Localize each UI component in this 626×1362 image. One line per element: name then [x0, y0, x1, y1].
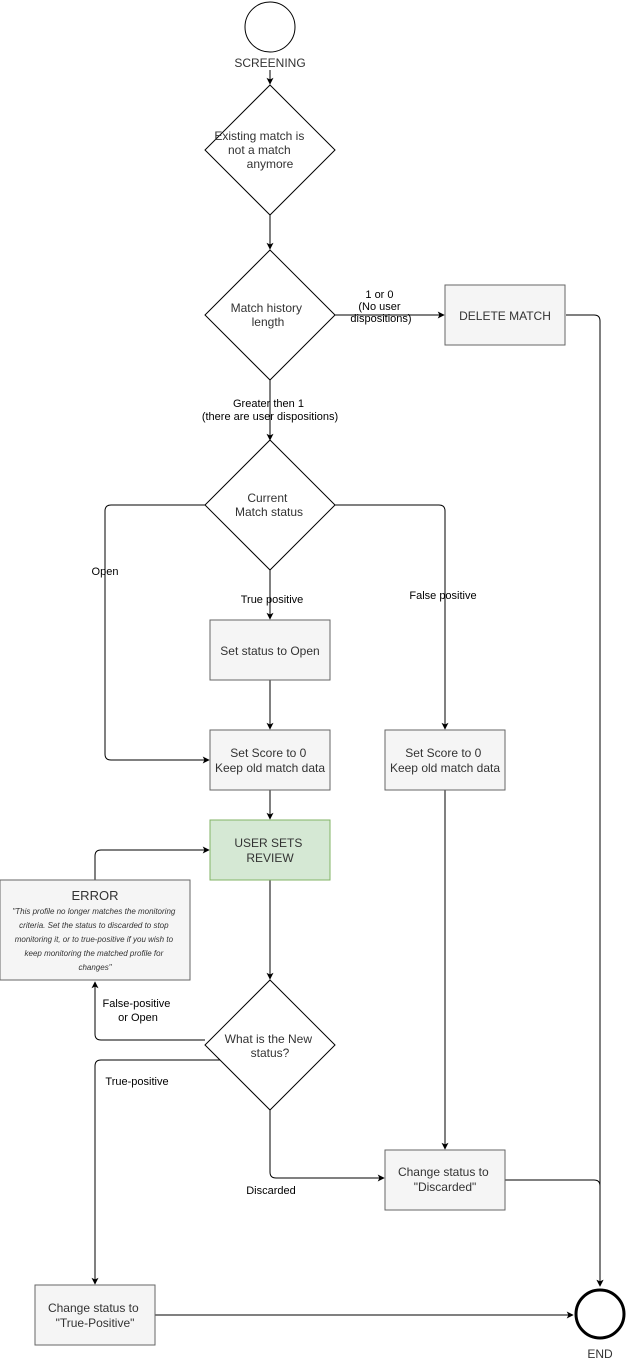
set-score-left-label: Set Score to 0 Keep old match data: [215, 746, 325, 775]
edge-newstatus-to-discarded: [269, 1110, 385, 1182]
edge-label-open: Open: [92, 566, 119, 578]
edge-current-open-to-setscore: [104, 504, 210, 764]
edge-label-true-positive: True positive: [241, 594, 304, 606]
edge-newstatus-to-error: [91, 981, 205, 1041]
set-status-open-box: [209, 619, 331, 681]
edge-error-to-review: [94, 846, 210, 880]
error-title: ERROR: [72, 888, 119, 903]
edge-label-greater-one: Greater then 1 (there are user dispositi…: [202, 398, 338, 423]
set-score-right-box: [384, 729, 506, 791]
end-event: [574, 1288, 626, 1340]
end-label: END: [587, 1347, 613, 1361]
delete-match-box: [444, 284, 566, 346]
edge-label-false-positive: False positive: [409, 590, 476, 602]
error-box: [0, 879, 191, 981]
change-status-true-positive-box: [34, 1284, 156, 1346]
existing-match-decision: [204, 84, 336, 216]
delete-match-label: DELETE MATCH: [459, 309, 551, 323]
edges: [91, 70, 604, 1319]
new-status-label: What is the New status?: [225, 1032, 316, 1060]
existing-match-label: Existing match is not a match anymore: [214, 129, 307, 171]
change-status-discarded-label: Change status to "Discarded": [398, 1165, 492, 1194]
change-status-true-positive-label: Change status to "True-Positive": [48, 1301, 142, 1330]
edge-label-true-positive-2: True-positive: [105, 1076, 168, 1088]
set-status-open-label: Set status to Open: [220, 644, 319, 658]
edge-newstatus-to-truepositive: [91, 1059, 225, 1285]
edge-label-false-positive-or-open: False-positive or Open: [103, 998, 174, 1024]
match-history-decision: [204, 249, 336, 381]
new-status-decision: [204, 979, 336, 1111]
match-history-label: Match history length: [231, 301, 306, 329]
user-sets-review-box: [209, 819, 331, 881]
error-message: "This profile no longer matches the moni…: [12, 907, 177, 972]
set-score-right-label: Set Score to 0 Keep old match data: [390, 746, 500, 775]
start-label: SCREENING: [234, 56, 305, 70]
start-event: [244, 1, 296, 53]
edge-discarded-to-end: [505, 1179, 604, 1287]
edge-labels: 1 or 0 (No user dispositions) Greater th…: [92, 289, 477, 1197]
change-status-discarded-box: [384, 1149, 506, 1211]
edge-delete-to-end: [566, 314, 604, 1287]
current-status-label: Current Match status: [235, 491, 303, 519]
edge-label-one-or-zero: 1 or 0 (No user dispositions): [350, 289, 411, 325]
user-sets-review-label: USER SETS REVIEW: [234, 836, 305, 865]
edge-label-discarded: Discarded: [246, 1185, 296, 1197]
current-status-decision: [204, 439, 336, 571]
edge-current-false-to-setscore-right: [335, 504, 449, 730]
set-score-left-box: [209, 729, 331, 791]
